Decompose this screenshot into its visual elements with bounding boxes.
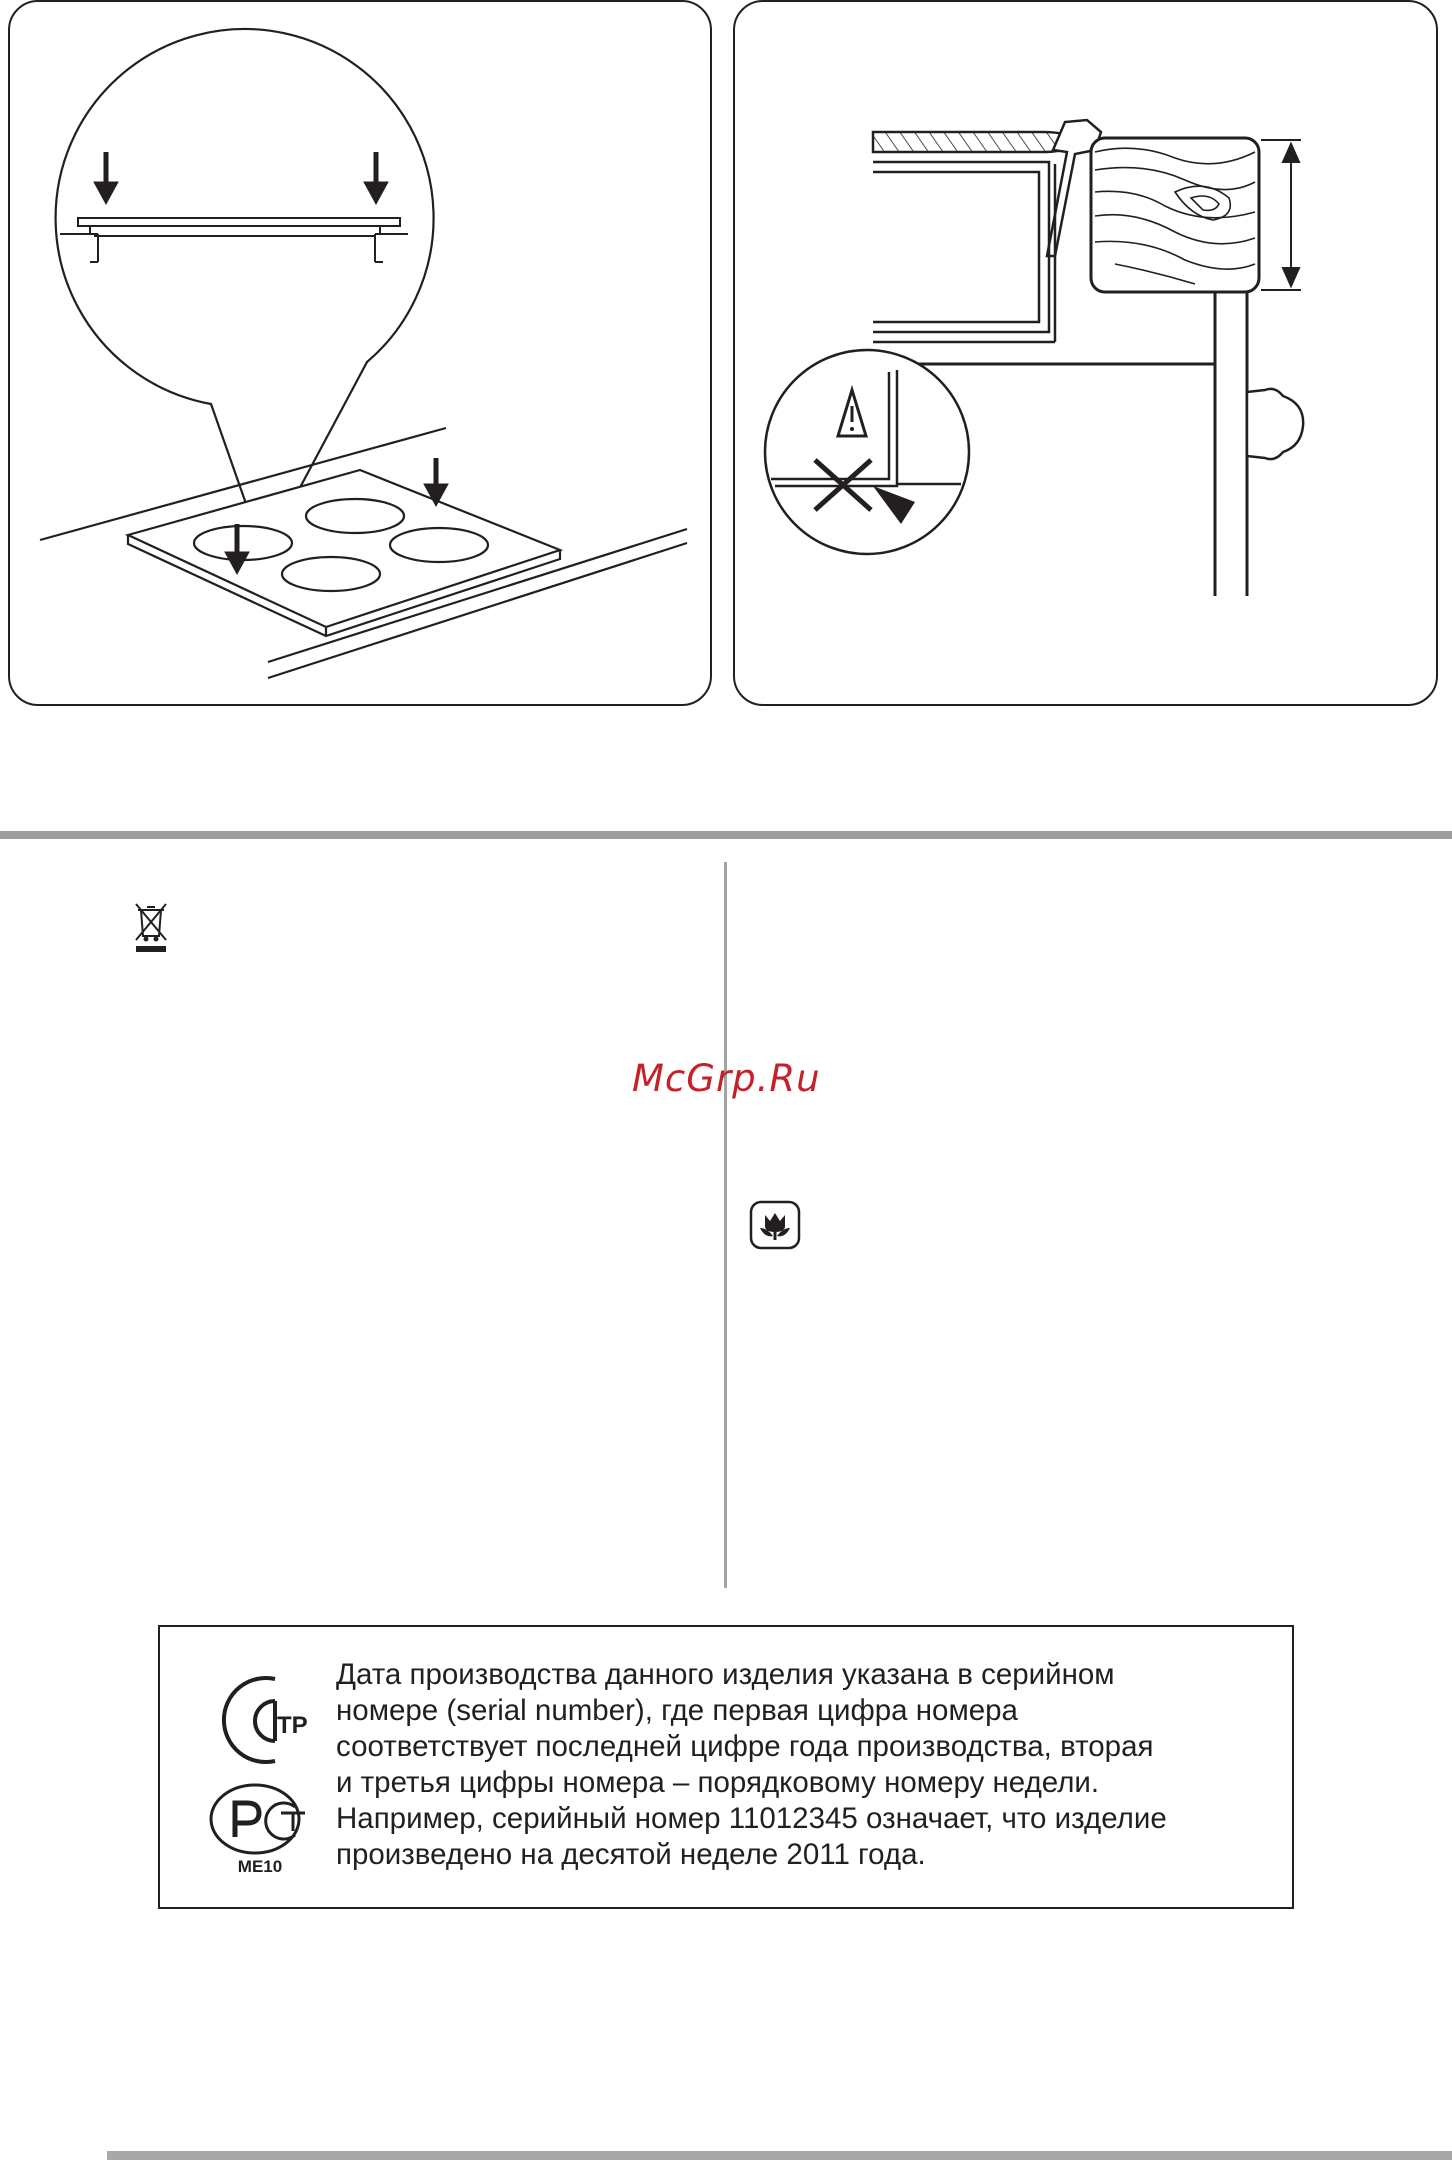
eac-tr-mark: ТР — [209, 1676, 308, 1855]
hob-installation-drawing — [39, 27, 688, 680]
cert-code: ME10 — [237, 1857, 283, 1876]
section-divider — [0, 831, 1452, 839]
notice-line: Дата производства данного изделия указан… — [336, 1658, 1115, 1691]
arrow-down-icon — [363, 152, 389, 206]
certification-logos: ТР ME10 — [205, 1665, 315, 1885]
wooden-worktop — [1089, 136, 1261, 294]
notice-line: и третья цифры номера – порядковому номе… — [336, 1766, 1100, 1799]
notice-text: Дата производства данного изделия указан… — [336, 1657, 1266, 1873]
footer-rule — [107, 2151, 1452, 2160]
warning-icon — [835, 384, 869, 438]
hob-edge-detail — [60, 217, 408, 263]
cross-mark-icon — [813, 458, 873, 512]
fixing-clamp — [1045, 118, 1103, 258]
figure-hob-installation — [8, 0, 712, 706]
hob-plate — [124, 468, 564, 638]
hob-body — [873, 160, 1057, 344]
warning-callout — [763, 348, 971, 556]
rst-certification-mark — [209, 1783, 305, 1855]
zoom-callout — [54, 27, 435, 558]
incorrect-gap-detail — [771, 370, 961, 488]
svg-text:ТР: ТР — [277, 1712, 308, 1739]
watermark: McGrp.Ru — [632, 1057, 821, 1100]
manufacture-date-notice: ТР ME10 Дата производства данного издели… — [158, 1625, 1294, 1909]
worktop — [39, 426, 688, 680]
notice-line: соответствует последней цифре года произ… — [336, 1730, 1154, 1763]
environment-tulip-icon — [749, 1200, 801, 1250]
arrow-down-icon — [224, 524, 250, 576]
notice-line: произведено на десятой неделе 2011 года. — [336, 1838, 926, 1871]
column-divider — [724, 862, 727, 1588]
weee-crossed-bin-icon — [135, 903, 167, 952]
door-knob — [1245, 387, 1305, 461]
hob-glass — [871, 130, 1075, 154]
worktop-clamp-drawing — [763, 118, 1305, 596]
dimension-arrow-icon — [1261, 139, 1301, 291]
arrow-down-icon — [93, 152, 119, 206]
arrow-down-icon — [423, 458, 449, 508]
pointer-arrow-icon — [873, 486, 915, 524]
figure-worktop-clamp — [733, 0, 1438, 706]
notice-line: номере (serial number), где первая цифра… — [336, 1694, 1018, 1727]
notice-line: Например, серийный номер 11012345 означа… — [336, 1802, 1167, 1835]
